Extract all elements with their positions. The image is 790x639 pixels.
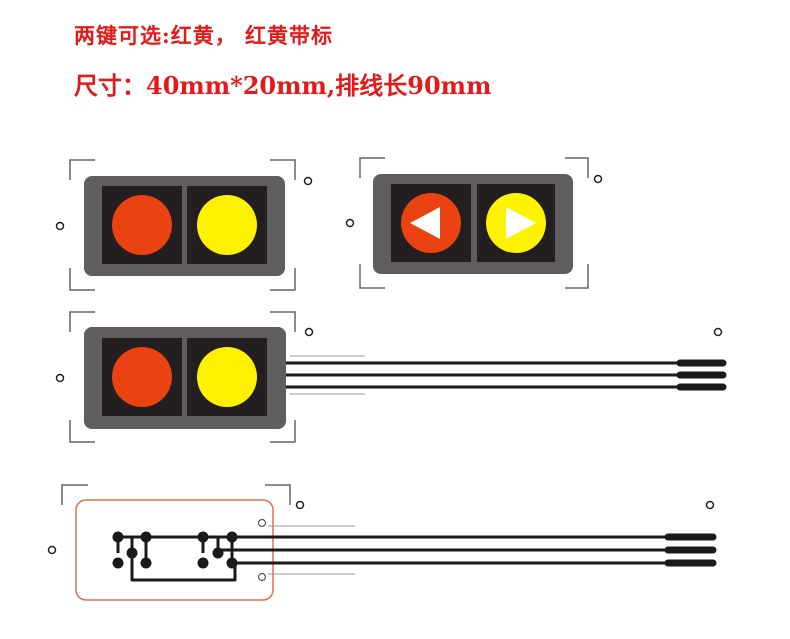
red-button[interactable] <box>112 195 172 255</box>
hole-icon <box>55 221 65 231</box>
right-arrow-icon <box>506 207 536 239</box>
red-button[interactable] <box>112 347 172 407</box>
hole-icon <box>303 176 313 186</box>
hole-icon <box>593 174 603 184</box>
hole-icon <box>345 218 355 228</box>
cable-outline <box>290 355 365 395</box>
yellow-button[interactable] <box>197 347 257 407</box>
keypad-module-with-cable <box>84 327 727 429</box>
title-options: 两键可选:红黄， 红黄带标 <box>74 23 334 48</box>
circuit-cable-pins <box>664 533 717 567</box>
corner-marks <box>61 157 589 505</box>
contact-pads <box>112 531 238 569</box>
hole-icon <box>705 500 715 510</box>
circuit-layout <box>75 499 717 601</box>
keypad-module-arrows <box>373 174 573 274</box>
hole-icon <box>304 327 314 337</box>
left-arrow-icon <box>410 207 440 239</box>
circuit-traces <box>116 535 715 582</box>
title-dimensions: 尺寸：40mm*20mm,排线长90mm <box>74 71 492 100</box>
hole-icon <box>55 373 65 383</box>
registration-holes <box>47 174 723 555</box>
cable-pins <box>676 359 727 391</box>
yellow-button[interactable] <box>197 195 257 255</box>
hole-icon <box>295 500 305 510</box>
hole-icon <box>713 327 723 337</box>
keypad-module-plain <box>84 176 285 276</box>
hole-icon <box>47 545 57 555</box>
ribbon-cable <box>286 361 725 389</box>
